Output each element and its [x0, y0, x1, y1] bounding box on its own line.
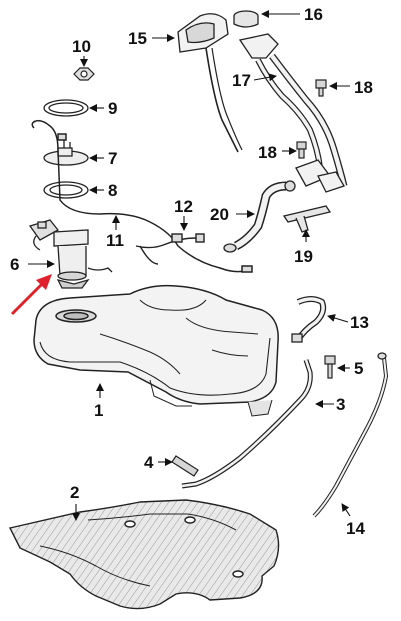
callout-8: 8 [108, 181, 117, 200]
wire-harness-part [31, 119, 253, 273]
leader-13 [327, 314, 349, 323]
bolt-part-upper [315, 79, 327, 97]
strap-bolt-lower-part [171, 455, 199, 477]
highlight-arrow-icon [10, 274, 52, 316]
callout-15: 15 [128, 29, 147, 48]
vent-hose-part [291, 296, 327, 343]
lock-nut-part [73, 67, 95, 81]
callout-19: 19 [294, 247, 313, 266]
callout-4: 4 [144, 453, 154, 472]
callout-11: 11 [106, 231, 124, 250]
leader-14 [341, 503, 351, 517]
callout-18-upper: 18 [354, 78, 373, 97]
callout-14: 14 [346, 519, 365, 538]
callout-17: 17 [232, 71, 251, 90]
callout-12: 12 [174, 197, 193, 216]
callout-6: 6 [10, 255, 19, 274]
seal-ring-part [43, 99, 89, 117]
fuel-pump-module-part [28, 219, 113, 289]
leader-17 [253, 73, 277, 82]
bracket-part [282, 205, 332, 233]
callout-5: 5 [354, 359, 363, 378]
callout-18-lower: 18 [258, 143, 277, 162]
bolt-part-lower [296, 141, 307, 159]
callout-2: 2 [70, 483, 79, 502]
callout-16: 16 [304, 5, 323, 24]
callout-13: 13 [350, 313, 369, 332]
connector-harness-part [135, 233, 205, 265]
gasket-part [43, 181, 89, 199]
callout-20: 20 [210, 205, 229, 224]
filler-hose-part [223, 180, 296, 253]
callout-3: 3 [336, 395, 345, 414]
fuel-tank-part [33, 284, 279, 417]
callout-7: 7 [108, 149, 117, 168]
callout-10: 10 [72, 37, 91, 56]
callout-9: 9 [108, 99, 117, 118]
under-shield-part [8, 499, 280, 610]
filler-pipe-part [238, 33, 348, 193]
strap-bolt-part [324, 355, 336, 379]
fuel-cap-part [233, 10, 259, 28]
sender-cover-part [43, 140, 89, 166]
filler-housing-part [177, 13, 243, 153]
tank-strap-right-part [181, 359, 313, 489]
callout-1: 1 [94, 401, 103, 420]
long-brace-part [312, 352, 389, 518]
